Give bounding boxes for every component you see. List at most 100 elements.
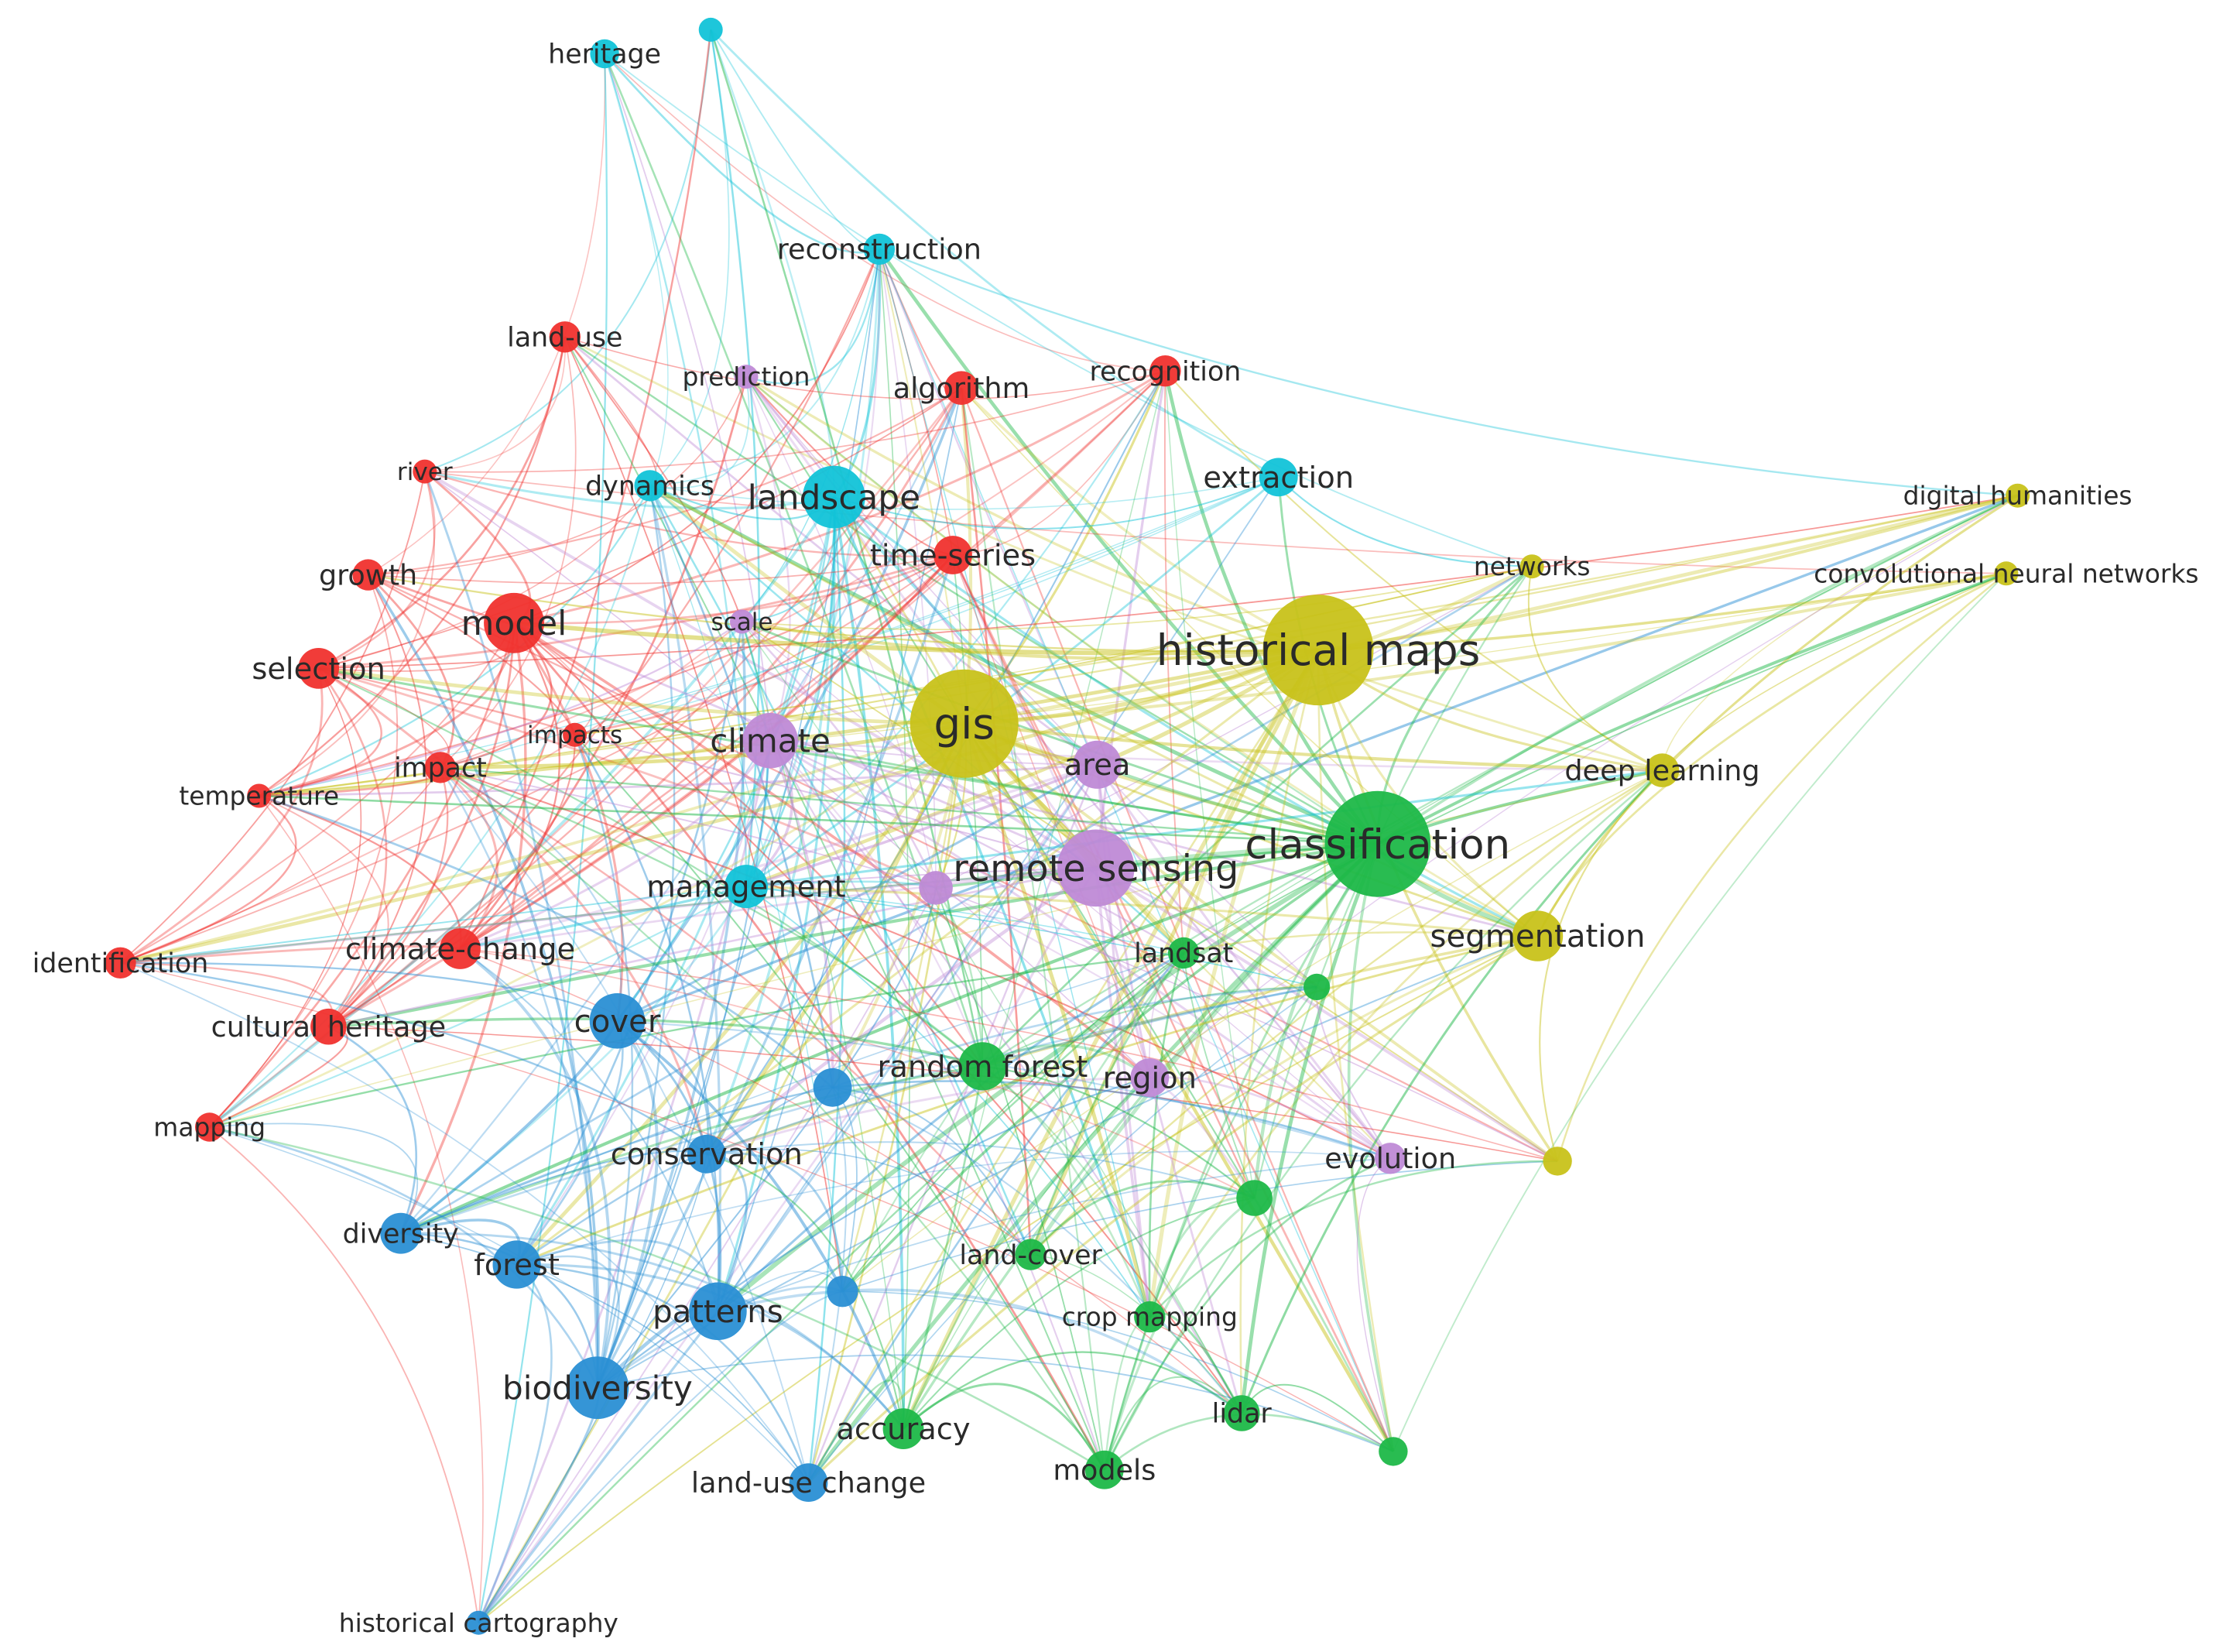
node-identification[interactable]: [104, 947, 136, 979]
node-area[interactable]: [1073, 740, 1122, 789]
node-climate[interactable]: [742, 712, 798, 769]
node-land_use_change[interactable]: [789, 1463, 828, 1502]
node-extraction[interactable]: [1259, 458, 1298, 497]
link-scale-lidar: [741, 621, 1242, 1414]
node-digital_humanities[interactable]: [2006, 483, 2030, 508]
link-historical_maps-forest: [516, 649, 1319, 1266]
label-digital_humanities: digital humanities: [1903, 481, 2132, 511]
node-impacts[interactable]: [563, 722, 588, 747]
node-land_cover[interactable]: [1015, 1239, 1047, 1270]
node-heritage[interactable]: [590, 39, 619, 69]
link-landscape-land_use_change: [807, 496, 846, 1483]
node-cultural_heritage[interactable]: [310, 1008, 347, 1045]
node-deep_learning[interactable]: [1645, 753, 1680, 787]
node-algorithm[interactable]: [944, 371, 978, 405]
link-recognition-u_green_mid: [1164, 371, 1256, 1198]
link-random_forest-u_green_mid: [982, 1065, 1256, 1199]
link-cultural_heritage-random_forest: [328, 1017, 983, 1068]
node-u_purple_mid[interactable]: [919, 871, 953, 905]
node-climate_change[interactable]: [440, 928, 481, 969]
node-mapping[interactable]: [195, 1112, 224, 1142]
node-random_forest[interactable]: [958, 1042, 1007, 1091]
node-conservation[interactable]: [687, 1134, 726, 1174]
label-networks: networks: [1474, 551, 1591, 581]
node-models[interactable]: [1084, 1450, 1124, 1489]
link-prediction-remote_sensing: [745, 375, 1098, 869]
link-u_cyan_top-climate_change: [459, 29, 712, 950]
link-river-cnn: [424, 471, 2006, 574]
node-river[interactable]: [413, 459, 437, 484]
network-labels: heritagereconstructionland-useprediction…: [33, 39, 2199, 1638]
node-gis[interactable]: [910, 669, 1019, 778]
node-cnn[interactable]: [1994, 561, 2019, 586]
node-landscape[interactable]: [803, 465, 865, 529]
node-growth[interactable]: [352, 559, 384, 591]
link-recognition-remote_sensing: [1095, 370, 1167, 869]
node-impact[interactable]: [424, 752, 457, 783]
link-dynamics-biodiversity: [596, 485, 676, 1388]
node-remote_sensing[interactable]: [1057, 829, 1135, 907]
node-u_blue_mid[interactable]: [813, 1068, 852, 1107]
network-links: [119, 29, 2019, 1624]
label-models: models: [1053, 1454, 1156, 1487]
node-dynamics[interactable]: [634, 470, 666, 502]
link-landscape-forest: [516, 496, 835, 1266]
link-u_purple_mid-evolution: [935, 886, 1391, 1160]
label-dynamics: dynamics: [585, 471, 714, 502]
node-forest[interactable]: [492, 1240, 541, 1289]
node-diversity[interactable]: [380, 1212, 422, 1254]
link-landsat-patterns: [717, 951, 1184, 1312]
node-historical_cartography[interactable]: [466, 1610, 491, 1635]
node-cover[interactable]: [589, 993, 646, 1049]
node-lidar[interactable]: [1223, 1395, 1260, 1431]
link-time_series-identification: [120, 554, 954, 964]
link-digital_humanities-classification: [1376, 494, 2019, 845]
node-land_use[interactable]: [549, 321, 581, 353]
link-evolution-models: [1103, 1157, 1391, 1471]
link-climate-segmentation: [769, 739, 1538, 937]
node-evolution[interactable]: [1375, 1143, 1406, 1174]
link-river-remote_sensing: [423, 470, 1097, 869]
node-reconstruction[interactable]: [863, 233, 896, 266]
link-u_yellow_right-crop_mapping: [1149, 1160, 1558, 1318]
node-u_green_low[interactable]: [1379, 1437, 1408, 1466]
link-temperature-identification: [120, 794, 297, 964]
link-cover-biodiversity: [596, 1020, 659, 1389]
link-land_use-temperature: [259, 337, 566, 797]
link-identification-conservation: [120, 961, 707, 1155]
node-scale[interactable]: [730, 609, 754, 634]
node-classification[interactable]: [1324, 790, 1431, 897]
node-crop_mapping[interactable]: [1134, 1301, 1166, 1333]
link-heritage-management: [603, 53, 748, 887]
node-model[interactable]: [484, 592, 544, 653]
node-temperature[interactable]: [247, 783, 272, 808]
node-u_blue_low[interactable]: [827, 1276, 858, 1308]
node-u_green_right[interactable]: [1303, 973, 1331, 1000]
link-impact-land_cover: [440, 766, 1032, 1256]
node-recognition[interactable]: [1149, 355, 1181, 387]
node-u_green_mid[interactable]: [1236, 1180, 1273, 1216]
link-impact-cover: [440, 766, 622, 1022]
node-accuracy[interactable]: [882, 1408, 924, 1449]
node-time_series[interactable]: [934, 536, 972, 574]
node-networks[interactable]: [1519, 554, 1544, 579]
node-landsat[interactable]: [1168, 937, 1200, 969]
node-u_cyan_top[interactable]: [698, 17, 723, 42]
node-historical_maps[interactable]: [1262, 595, 1374, 706]
node-patterns[interactable]: [689, 1282, 747, 1341]
node-management[interactable]: [725, 865, 768, 909]
node-u_yellow_right[interactable]: [1543, 1146, 1572, 1176]
node-selection[interactable]: [298, 648, 339, 689]
node-region[interactable]: [1130, 1058, 1170, 1097]
node-prediction[interactable]: [734, 365, 759, 389]
link-model-impact: [440, 622, 553, 769]
link-model-diversity: [399, 622, 527, 1234]
node-segmentation[interactable]: [1512, 910, 1564, 961]
link-management-u_green_right: [745, 886, 1317, 988]
node-biodiversity[interactable]: [566, 1356, 629, 1419]
link-land_use-river: [424, 337, 566, 472]
link-u_yellow_right-u_blue_low: [842, 1160, 1558, 1292]
link-segmentation-land_cover: [1029, 934, 1539, 1256]
link-u_blue_low-historical_cartography: [478, 1290, 843, 1623]
link-climate-forest: [516, 740, 772, 1266]
